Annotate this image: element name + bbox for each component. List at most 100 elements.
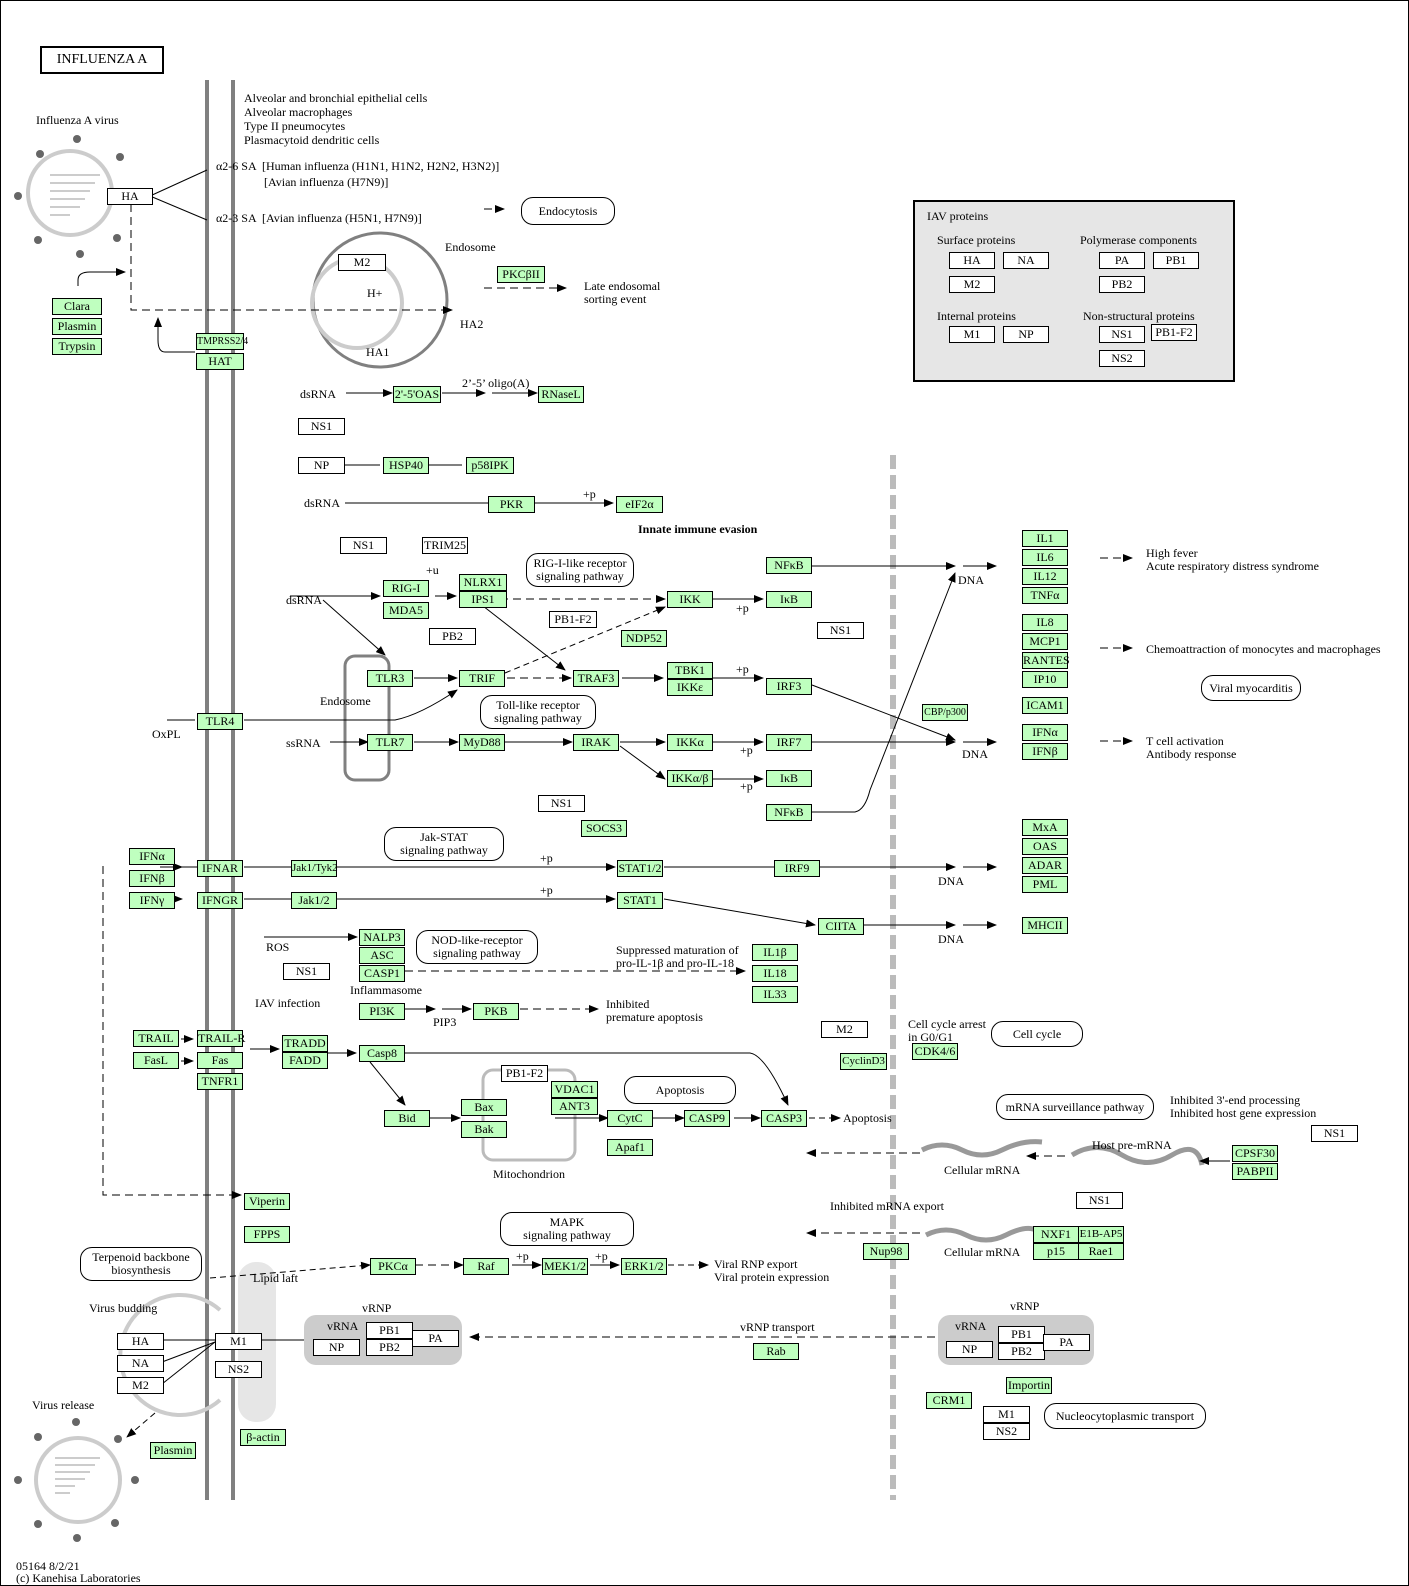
gene-bak[interactable]: Bak <box>461 1121 507 1138</box>
gene-il1b[interactable]: IL1β <box>752 944 798 961</box>
gene-irf3[interactable]: IRF3 <box>766 678 812 695</box>
gene-nfkb-1[interactable]: NFκB <box>766 557 812 574</box>
gene-hsp40[interactable]: HSP40 <box>383 457 429 474</box>
viral-ns1-rig[interactable]: NS1 <box>340 537 387 554</box>
gene-rig-i[interactable]: RIG-I <box>383 580 429 597</box>
gene-il12[interactable]: IL12 <box>1022 568 1068 585</box>
map-nucleocytoplasmic[interactable]: Nucleocytoplasmic transport <box>1044 1403 1206 1429</box>
gene-p15[interactable]: p15 <box>1033 1243 1079 1260</box>
viral-pa-left[interactable]: PA <box>412 1330 459 1347</box>
gene-cpsf30[interactable]: CPSF30 <box>1232 1145 1278 1162</box>
map-endocytosis[interactable]: Endocytosis <box>521 197 615 225</box>
gene-casp3[interactable]: CASP3 <box>761 1110 807 1127</box>
gene-cbp-p300[interactable]: CBP/p300 <box>922 704 968 721</box>
gene-il33[interactable]: IL33 <box>752 986 798 1003</box>
gene-ip10[interactable]: IP10 <box>1022 671 1068 688</box>
gene-fadd[interactable]: FADD <box>282 1052 328 1069</box>
gene-ifna-out[interactable]: IFNα <box>1022 724 1068 741</box>
gene-importin[interactable]: Importin <box>1006 1377 1052 1394</box>
gene-bid[interactable]: Bid <box>384 1110 430 1127</box>
gene-pkb[interactable]: PKB <box>473 1003 519 1020</box>
gene-icam1[interactable]: ICAM1 <box>1022 697 1068 714</box>
gene-eif2a[interactable]: eIF2α <box>616 496 663 513</box>
gene-casp9[interactable]: CASP9 <box>684 1110 730 1127</box>
gene-pi3k[interactable]: PI3K <box>359 1003 405 1020</box>
gene-casp8[interactable]: Casp8 <box>359 1045 405 1062</box>
gene-fpps[interactable]: FPPS <box>244 1226 290 1243</box>
gene-traf3[interactable]: TRAF3 <box>573 670 619 687</box>
gene-raf[interactable]: Raf <box>463 1258 509 1275</box>
gene-tnfa[interactable]: TNFα <box>1022 587 1068 604</box>
viral-np-hsp40[interactable]: NP <box>298 457 345 474</box>
gene-ifna[interactable]: IFNα <box>129 848 175 865</box>
viral-pb2-right[interactable]: PB2 <box>998 1343 1045 1360</box>
gene-stat1-2[interactable]: STAT1/2 <box>617 860 663 877</box>
viral-pb1-right[interactable]: PB1 <box>998 1326 1045 1343</box>
gene-rnasel[interactable]: RNaseL <box>538 386 584 403</box>
gene-irak[interactable]: IRAK <box>573 734 619 751</box>
gene-ikka[interactable]: IKKα <box>667 734 713 751</box>
gene-mek1-2[interactable]: MEK1/2 <box>542 1258 588 1275</box>
gene-ips1[interactable]: IPS1 <box>459 591 507 608</box>
gene-tlr7[interactable]: TLR7 <box>367 734 413 751</box>
gene-plasmin-release[interactable]: Plasmin <box>150 1442 196 1459</box>
gene-nxf1[interactable]: NXF1 <box>1033 1226 1079 1243</box>
gene-fas[interactable]: Fas <box>197 1052 243 1069</box>
gene-apaf1[interactable]: Apaf1 <box>607 1139 653 1156</box>
viral-pa-right[interactable]: PA <box>1043 1334 1090 1351</box>
gene-mxa[interactable]: MxA <box>1022 819 1068 836</box>
viral-m2-budding[interactable]: M2 <box>117 1377 164 1394</box>
gene-tmprss2[interactable]: TMPRSS2/4 <box>196 333 248 350</box>
viral-m1-budding[interactable]: M1 <box>215 1333 262 1350</box>
viral-np-vrnp-right[interactable]: NP <box>946 1341 993 1358</box>
gene-ikk[interactable]: IKK <box>667 591 713 608</box>
map-mrna-surveillance[interactable]: mRNA surveillance pathway <box>996 1094 1154 1120</box>
gene-pkcbii[interactable]: PKCβII <box>497 266 545 283</box>
gene-pkca[interactable]: PKCα <box>370 1258 416 1275</box>
viral-trim25[interactable]: TRIM25 <box>422 537 468 554</box>
gene-irf7[interactable]: IRF7 <box>766 734 812 751</box>
gene-stat1[interactable]: STAT1 <box>617 892 663 909</box>
gene-tnfr1[interactable]: TNFR1 <box>197 1073 243 1090</box>
gene-fasl[interactable]: FasL <box>133 1052 179 1069</box>
viral-ns2-nucleus[interactable]: NS2 <box>983 1423 1030 1440</box>
viral-pb1-f2-ips1[interactable]: PB1-F2 <box>549 611 597 628</box>
viral-pb1-f2-mito[interactable]: PB1-F2 <box>501 1065 548 1082</box>
gene-rantes[interactable]: RANTES <box>1022 652 1070 669</box>
gene-irf9[interactable]: IRF9 <box>774 860 820 877</box>
viral-ns2-budding[interactable]: NS2 <box>215 1361 262 1378</box>
viral-pb2-left[interactable]: PB2 <box>366 1339 413 1356</box>
gene-socs3[interactable]: SOCS3 <box>581 820 627 837</box>
map-apoptosis[interactable]: Apoptosis <box>624 1076 736 1104</box>
gene-tlr3[interactable]: TLR3 <box>367 670 413 687</box>
gene-rae1[interactable]: Rae1 <box>1078 1243 1124 1260</box>
gene-nup98[interactable]: Nup98 <box>863 1243 909 1260</box>
viral-ns1-socs3[interactable]: NS1 <box>538 795 585 812</box>
gene-nfkb-2[interactable]: NFκB <box>766 804 812 821</box>
viral-ns1-casp1[interactable]: NS1 <box>283 963 330 980</box>
gene-il1[interactable]: IL1 <box>1022 530 1068 547</box>
viral-np-vrnp-left[interactable]: NP <box>313 1339 360 1356</box>
gene-erk1-2[interactable]: ERK1/2 <box>621 1258 667 1275</box>
gene-asc[interactable]: ASC <box>359 947 405 964</box>
gene-pabpii[interactable]: PABPII <box>1232 1163 1278 1180</box>
viral-na-budding[interactable]: NA <box>117 1355 164 1372</box>
gene-ifnar[interactable]: IFNAR <box>197 860 243 877</box>
map-viral-myocarditis[interactable]: Viral myocarditis <box>1201 675 1301 701</box>
gene-vdac1[interactable]: VDAC1 <box>551 1081 598 1098</box>
gene-beta-actin[interactable]: β-actin <box>240 1429 286 1446</box>
gene-tradd[interactable]: TRADD <box>282 1035 328 1052</box>
gene-ifngr[interactable]: IFNGR <box>197 892 243 909</box>
viral-ns1-oas[interactable]: NS1 <box>298 418 345 435</box>
gene-hat[interactable]: HAT <box>196 353 244 370</box>
gene-casp1[interactable]: CASP1 <box>359 965 405 982</box>
gene-ikke[interactable]: IKKε <box>667 679 713 696</box>
gene-mcp1[interactable]: MCP1 <box>1022 633 1068 650</box>
gene-ifnb[interactable]: IFNβ <box>129 870 175 887</box>
viral-pb1-left[interactable]: PB1 <box>366 1322 413 1339</box>
gene-ciita[interactable]: CIITA <box>818 918 864 935</box>
gene-p58ipk[interactable]: p58IPK <box>466 457 514 474</box>
viral-pb2[interactable]: PB2 <box>429 628 476 645</box>
gene-2-5-oas[interactable]: 2'-5'OAS <box>393 386 441 403</box>
gene-ndp52[interactable]: NDP52 <box>621 630 667 647</box>
